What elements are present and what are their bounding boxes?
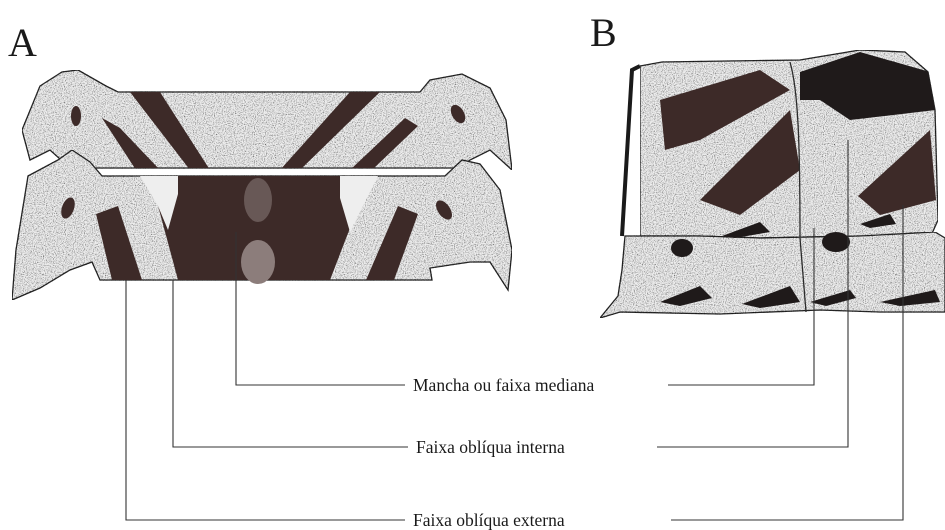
b-spot-left xyxy=(671,239,693,257)
label-median-band: Mancha ou faixa mediana xyxy=(413,375,594,395)
label-outer-oblique-band: Faixa oblíqua externa xyxy=(413,510,565,530)
panel-a-drawing xyxy=(12,70,512,300)
segment-a-lower xyxy=(12,150,512,300)
label-inner-oblique-band: Faixa oblíqua interna xyxy=(416,437,565,457)
panel-letter-a: A xyxy=(8,20,37,65)
panel-b-drawing xyxy=(600,50,945,318)
segment-a-upper xyxy=(22,70,512,170)
panel-letter-b: B xyxy=(590,10,617,55)
b-spot-right xyxy=(822,232,850,252)
b-left-edge xyxy=(622,66,640,236)
upper-spot-left xyxy=(71,106,81,126)
leader-outer-a xyxy=(126,280,405,520)
segment-a-upper-body xyxy=(22,70,512,170)
median-spot xyxy=(241,240,275,284)
leader-inner-a xyxy=(173,280,408,447)
median-light-zone xyxy=(244,178,272,222)
